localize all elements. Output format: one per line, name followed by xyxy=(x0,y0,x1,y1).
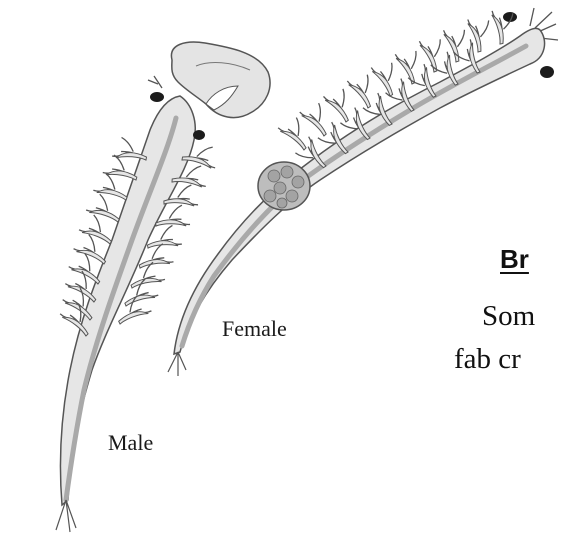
body-text-line-2: fab cr xyxy=(454,343,521,376)
female-legs xyxy=(277,7,517,176)
male-label: Male xyxy=(108,430,153,456)
slide-heading: Br xyxy=(500,244,529,275)
female-eye-bottom xyxy=(540,66,554,78)
male-eye-right xyxy=(193,130,205,140)
male-shrimp xyxy=(56,42,270,532)
body-text-line-1: Som xyxy=(482,300,535,333)
female-label: Female xyxy=(222,316,287,342)
female-egg-sac xyxy=(258,162,310,210)
male-eye-left xyxy=(150,92,164,102)
